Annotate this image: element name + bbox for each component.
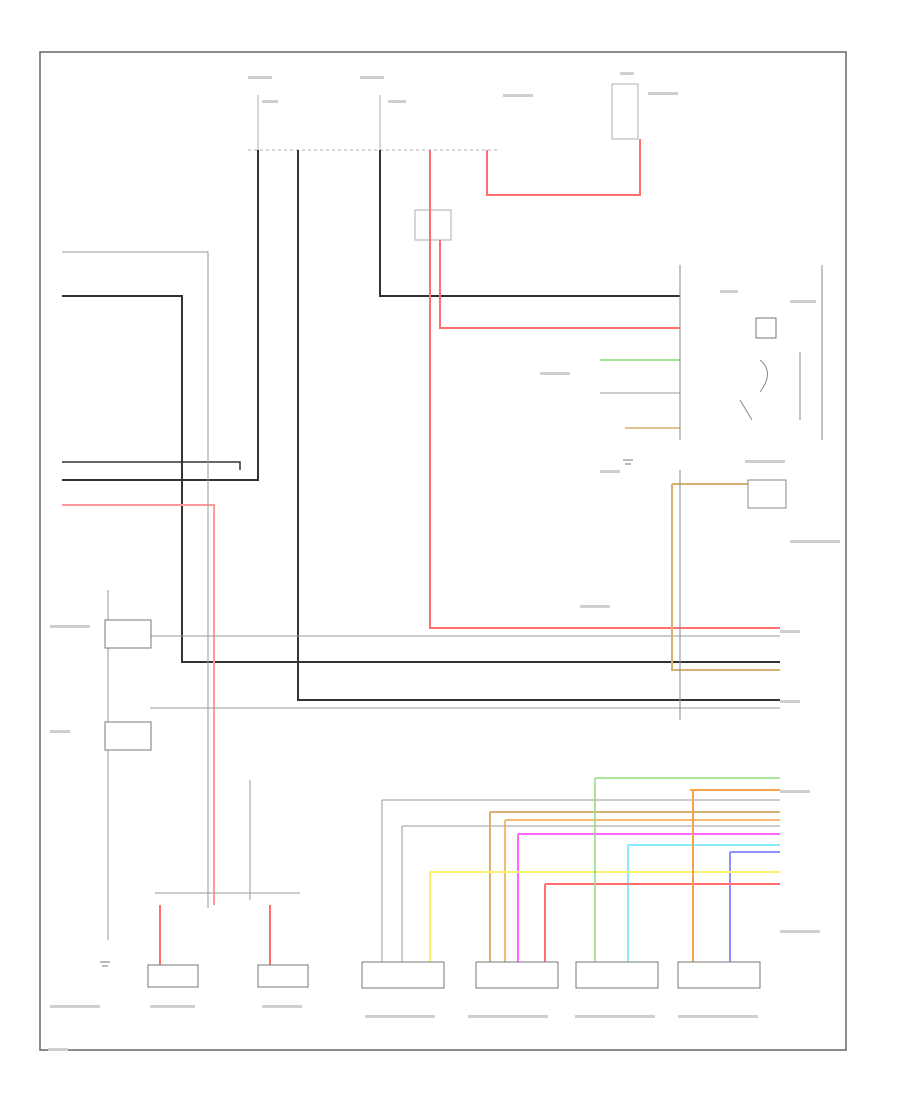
diagram-frame <box>39 51 847 1051</box>
illegible-label <box>780 930 820 933</box>
wire-green <box>594 777 780 962</box>
wire-magenta <box>517 833 780 962</box>
illegible-label <box>248 76 272 79</box>
wire-tan <box>671 483 780 671</box>
ground-symbols <box>100 459 633 967</box>
wire-black <box>379 150 680 297</box>
wire-black <box>62 150 259 481</box>
illegible-label <box>580 605 610 608</box>
illegible-label <box>790 540 840 543</box>
wire-black <box>297 150 780 701</box>
illegible-label <box>360 76 384 79</box>
wire-red <box>439 240 680 329</box>
illegible-label <box>48 1048 68 1051</box>
illegible-label <box>780 790 810 793</box>
illegible-label <box>262 1005 302 1008</box>
illegible-label <box>468 1015 548 1018</box>
wire-orange <box>504 819 780 962</box>
wire-grey <box>401 825 780 962</box>
wire-red <box>159 905 271 965</box>
illegible-label <box>262 100 278 103</box>
illegible-label <box>678 1015 758 1018</box>
illegible-label <box>790 300 816 303</box>
illegible-label <box>780 630 800 633</box>
wire-grey <box>381 799 780 962</box>
illegible-label <box>620 72 634 75</box>
relay-box <box>755 317 777 339</box>
wire-grey <box>62 251 209 908</box>
wire-red <box>429 150 780 629</box>
wire-black <box>62 295 780 663</box>
wire-red <box>486 139 641 196</box>
illegible-label <box>50 730 70 733</box>
bottom-sensor-box-3 <box>575 961 659 989</box>
wire-yellow <box>429 871 780 962</box>
illegible-label <box>150 1005 195 1008</box>
connector-box-left-top <box>104 619 152 649</box>
illegible-label <box>50 1005 100 1008</box>
illegible-label <box>720 290 738 293</box>
wire-blue <box>729 851 780 962</box>
wire-tan <box>489 811 780 962</box>
connector-box-left-bottom <box>104 721 152 751</box>
illegible-label <box>745 460 785 463</box>
wire-cyan <box>627 844 780 962</box>
actuator-sketch <box>679 265 823 720</box>
wire-pink <box>62 504 215 905</box>
bottom-sensor-box-4 <box>677 961 761 989</box>
illegible-label <box>600 470 620 473</box>
illegible-label <box>575 1015 655 1018</box>
label-layer <box>48 72 840 1051</box>
wire-red <box>544 883 780 962</box>
illegible-label <box>388 100 406 103</box>
top-fuse-block <box>248 83 639 241</box>
sensor-box-2 <box>257 964 309 988</box>
illegible-label <box>648 92 678 95</box>
wire-layer <box>62 139 780 965</box>
illegible-label <box>540 372 570 375</box>
sensor-box-1 <box>147 964 199 988</box>
illegible-label <box>50 625 90 628</box>
wire-black <box>62 461 241 470</box>
illegible-label <box>780 700 800 703</box>
bottom-sensor-box-2 <box>475 961 559 989</box>
illegible-label <box>365 1015 435 1018</box>
illegible-label <box>503 94 533 97</box>
component-boxes <box>104 317 777 989</box>
bottom-sensor-box-1 <box>361 961 445 989</box>
